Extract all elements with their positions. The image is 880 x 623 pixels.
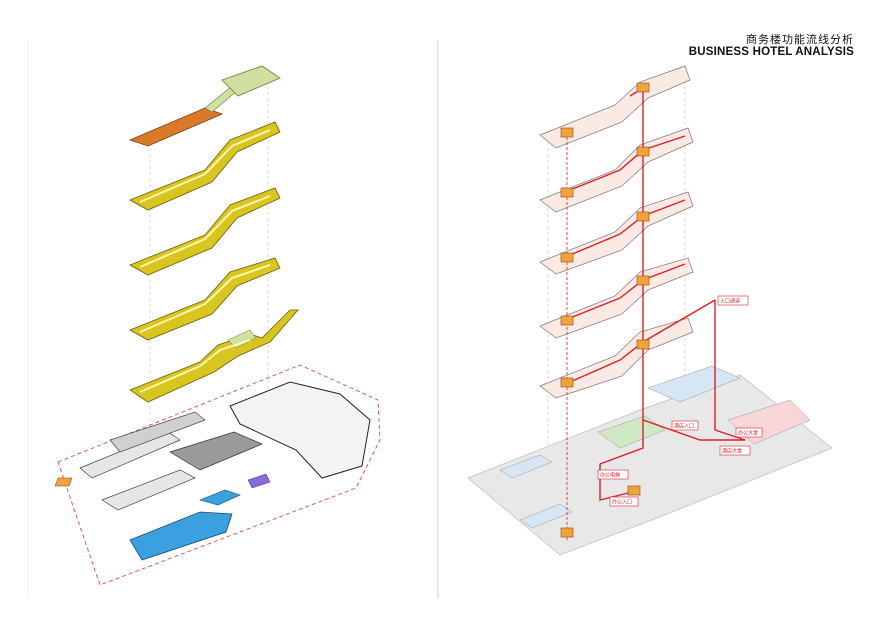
left-vertical-guides — [149, 80, 269, 460]
floor-top-orange-plate — [128, 107, 224, 147]
floor-top — [128, 65, 281, 147]
label-entrance-passage: 入口通道 — [720, 298, 740, 305]
left-floor-stack — [54, 65, 381, 586]
title-english: BUSINESS HOTEL ANALYSIS — [688, 45, 854, 58]
title-chinese: 商务楼功能流线分析 — [746, 33, 854, 46]
cores — [560, 82, 650, 538]
floor-top-green-plate — [221, 65, 281, 97]
right-flow-stack: 入口通道 办公大堂 酒店入口 酒店大堂 办公电梯 办公入口 — [467, 65, 833, 556]
title-block: 商务楼功能流线分析 BUSINESS HOTEL ANALYSIS — [689, 34, 854, 58]
flow-lines — [569, 87, 746, 501]
label-office-entrance: 办公入口 — [612, 499, 632, 506]
floor-4 — [129, 187, 281, 276]
label-office-lobby: 办公大堂 — [738, 430, 758, 437]
floor-2 — [129, 309, 299, 403]
label-hotel-lobby: 酒店大堂 — [722, 448, 742, 455]
floor-ground — [54, 364, 381, 586]
label-office-elevator: 办公电梯 — [600, 472, 620, 479]
label-hotel-entrance: 酒店入口 — [674, 423, 694, 430]
floor-3 — [129, 257, 281, 341]
floor-5 — [129, 121, 281, 211]
site-boundary — [57, 364, 381, 586]
base-blue-zone — [129, 511, 233, 561]
right-floor-plates — [539, 65, 694, 399]
base-gray-block — [169, 431, 263, 471]
annotation-labels: 入口通道 办公大堂 酒店入口 酒店大堂 办公电梯 办公入口 — [597, 295, 763, 507]
